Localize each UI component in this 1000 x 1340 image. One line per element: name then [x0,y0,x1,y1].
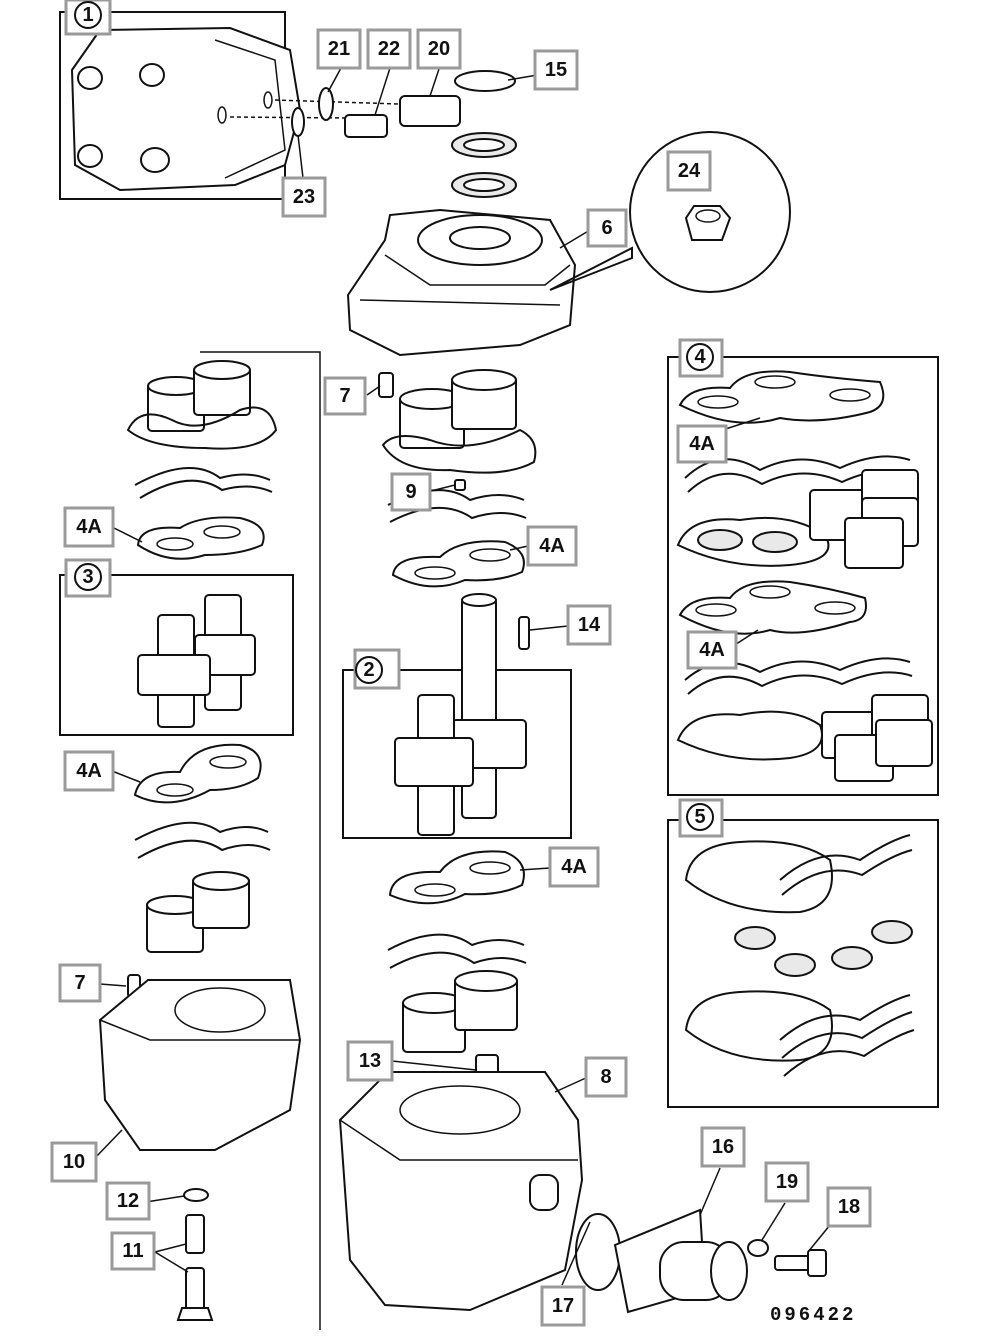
svg-text:14: 14 [578,614,601,636]
callout-4a-left-upper: 4A [63,506,115,548]
svg-text:18: 18 [838,1196,860,1218]
svg-text:10: 10 [63,1151,85,1173]
seal-ring-23 [291,107,305,137]
svg-text:16: 16 [712,1136,734,1158]
svg-text:7: 7 [339,385,350,407]
callout-18: 18 [826,1186,872,1228]
svg-text:24: 24 [678,160,701,182]
callout-13: 13 [346,1040,394,1082]
o-ring-17 [575,1213,621,1291]
gear-shaft-2-box [342,593,572,839]
left-parts-column [126,351,321,1330]
callout-9: 9 [390,472,432,512]
callout-21: 21 [316,28,362,70]
leader-lines [92,65,831,1286]
kit-4-box [667,356,939,796]
svg-text:12: 12 [117,1190,139,1212]
fitting-20 [399,95,461,127]
callout-4a-kit-lower: 4A [686,630,738,670]
svg-text:4A: 4A [699,639,725,661]
callout-2: 2 [353,648,401,690]
callout-19: 19 [764,1161,810,1203]
callout-4: 4 [678,338,724,378]
callout-7-lower: 7 [58,963,102,1003]
svg-text:4A: 4A [539,535,565,557]
callout-3: 3 [64,558,112,598]
callout-23: 23 [281,176,327,218]
callout-15: 15 [533,49,579,91]
callout-24: 24 [666,150,712,192]
callout-11: 11 [110,1231,156,1271]
svg-text:4: 4 [694,346,706,368]
kit-5-box [667,819,939,1108]
seal-ring-21 [318,87,334,121]
callout-7-upper: 7 [323,376,367,416]
pump-assembly-inset [59,11,431,200]
svg-text:4A: 4A [689,433,715,455]
svg-text:20: 20 [428,38,450,60]
svg-text:11: 11 [122,1240,143,1262]
o-ring-15 [454,70,516,92]
drawing-reference-number: 096422 [770,1304,856,1326]
callout-6: 6 [586,208,628,248]
svg-text:17: 17 [552,1295,574,1317]
callout-4a-centre-upper: 4A [526,525,578,567]
svg-text:5: 5 [694,806,705,828]
callout-8: 8 [584,1056,628,1098]
svg-text:7: 7 [74,972,85,994]
left-lower-parts [133,743,271,953]
svg-text:8: 8 [600,1066,611,1088]
centre-lower-parts [387,850,527,1053]
callout-4a-kit-upper: 4A [676,424,728,464]
svg-text:22: 22 [378,38,400,60]
svg-text:6: 6 [601,217,612,239]
callout-4a-centre-lower: 4A [548,846,600,888]
svg-text:23: 23 [293,186,315,208]
svg-text:15: 15 [545,59,567,81]
svg-text:9: 9 [405,481,416,503]
body-8 [338,1054,621,1312]
front-cover-6 [346,208,577,357]
adapter-16-group [613,1208,827,1314]
callout-22: 22 [366,28,412,70]
callout-4a-left-lower: 4A [63,750,115,792]
callout-17: 17 [540,1285,586,1327]
svg-text:2: 2 [363,659,374,681]
gear-set-3-box [59,574,294,736]
svg-text:4A: 4A [76,760,102,782]
body-10 [98,974,302,1151]
callout-1: 1 [64,0,112,36]
svg-text:21: 21 [328,38,350,60]
svg-text:3: 3 [82,566,93,588]
svg-text:13: 13 [359,1050,381,1072]
callout-20: 20 [416,28,462,70]
callout-14: 14 [566,604,612,646]
centre-parts-column [378,369,537,650]
svg-text:4A: 4A [561,856,587,878]
adapter-22 [344,114,388,138]
callout-10: 10 [50,1141,98,1183]
callout-5: 5 [678,798,724,838]
callout-16: 16 [700,1126,746,1168]
bolts-11-12 [176,1188,214,1321]
svg-text:4A: 4A [76,516,102,538]
svg-text:1: 1 [82,4,93,26]
callout-12: 12 [105,1181,151,1221]
svg-text:19: 19 [776,1171,798,1193]
fittings-group [291,70,517,198]
